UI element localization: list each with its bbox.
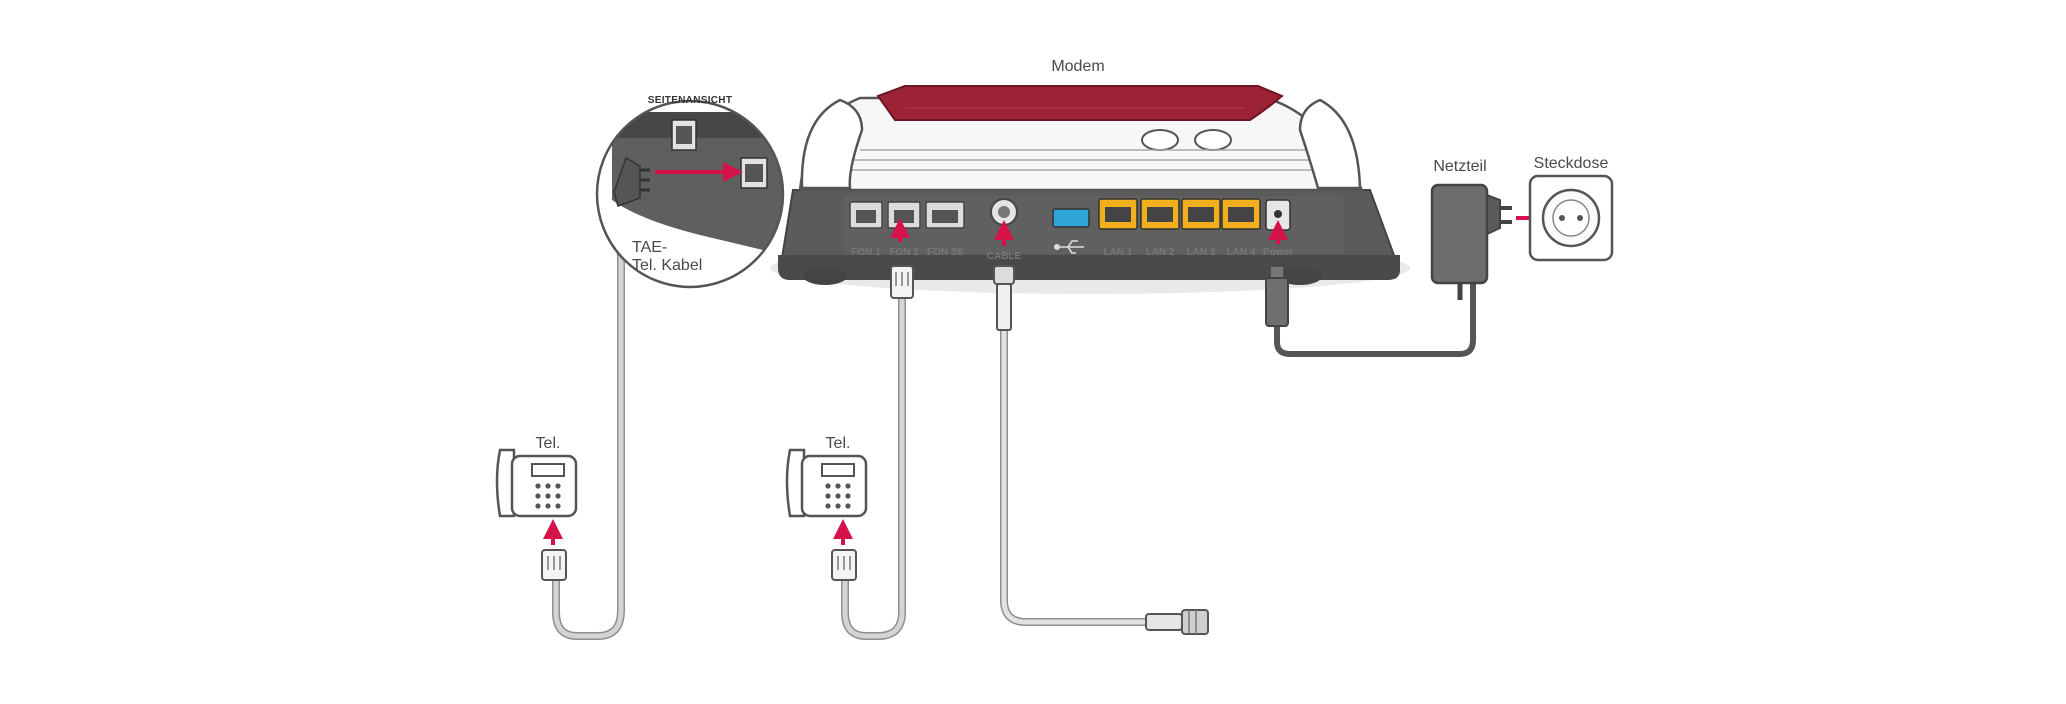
- tel-label-right: Tel.: [826, 435, 851, 452]
- coax-cable: [1000, 326, 1154, 626]
- cable-label: CABLE: [987, 251, 1022, 262]
- fons0-label: FON S0: [927, 247, 964, 258]
- power-socket-icon: [1528, 174, 1614, 262]
- phone-plug-left: [541, 549, 567, 581]
- side-view-title: SEITENANSICHT: [648, 95, 732, 106]
- fon2-label: FON 2: [889, 247, 919, 258]
- tel-label-left: Tel.: [536, 435, 561, 452]
- cables: [552, 248, 1476, 640]
- usb-icon: [1054, 240, 1084, 254]
- telephone-icon-left: [495, 448, 578, 518]
- netzteil-label: Netzteil: [1433, 158, 1486, 175]
- tae-label-line1: TAE-: [632, 239, 667, 256]
- lan1-label: LAN 1: [1104, 247, 1133, 258]
- lan-ports: [1098, 198, 1261, 230]
- usb-port: [1052, 208, 1090, 228]
- power-cable: [1274, 279, 1476, 357]
- coax-end-connector: [1145, 609, 1209, 635]
- telephone-icon-right: [785, 448, 868, 518]
- modem-router: FON 1 FON 2 FON S0 CABLE LAN 1 LAN 2 LAN…: [770, 85, 1410, 294]
- lan2-label: LAN 2: [1146, 247, 1175, 258]
- power-plug: [1265, 265, 1289, 327]
- power-label: Power: [1263, 247, 1293, 258]
- power-adapter-icon: [1430, 183, 1512, 300]
- coax-plug: [993, 265, 1015, 331]
- steckdose-label: Steckdose: [1534, 155, 1609, 172]
- fon2-plug: [890, 265, 914, 299]
- side-view-zoom: [595, 99, 785, 289]
- fon1-label: FON 1: [851, 247, 881, 258]
- tae-label-line2: Tel. Kabel: [632, 257, 702, 274]
- lan3-label: LAN 3: [1187, 247, 1216, 258]
- lan4-label: LAN 4: [1227, 247, 1256, 258]
- fon-ports: [849, 201, 965, 229]
- modem-title: Modem: [1051, 58, 1104, 75]
- phone-plug-right: [831, 549, 857, 581]
